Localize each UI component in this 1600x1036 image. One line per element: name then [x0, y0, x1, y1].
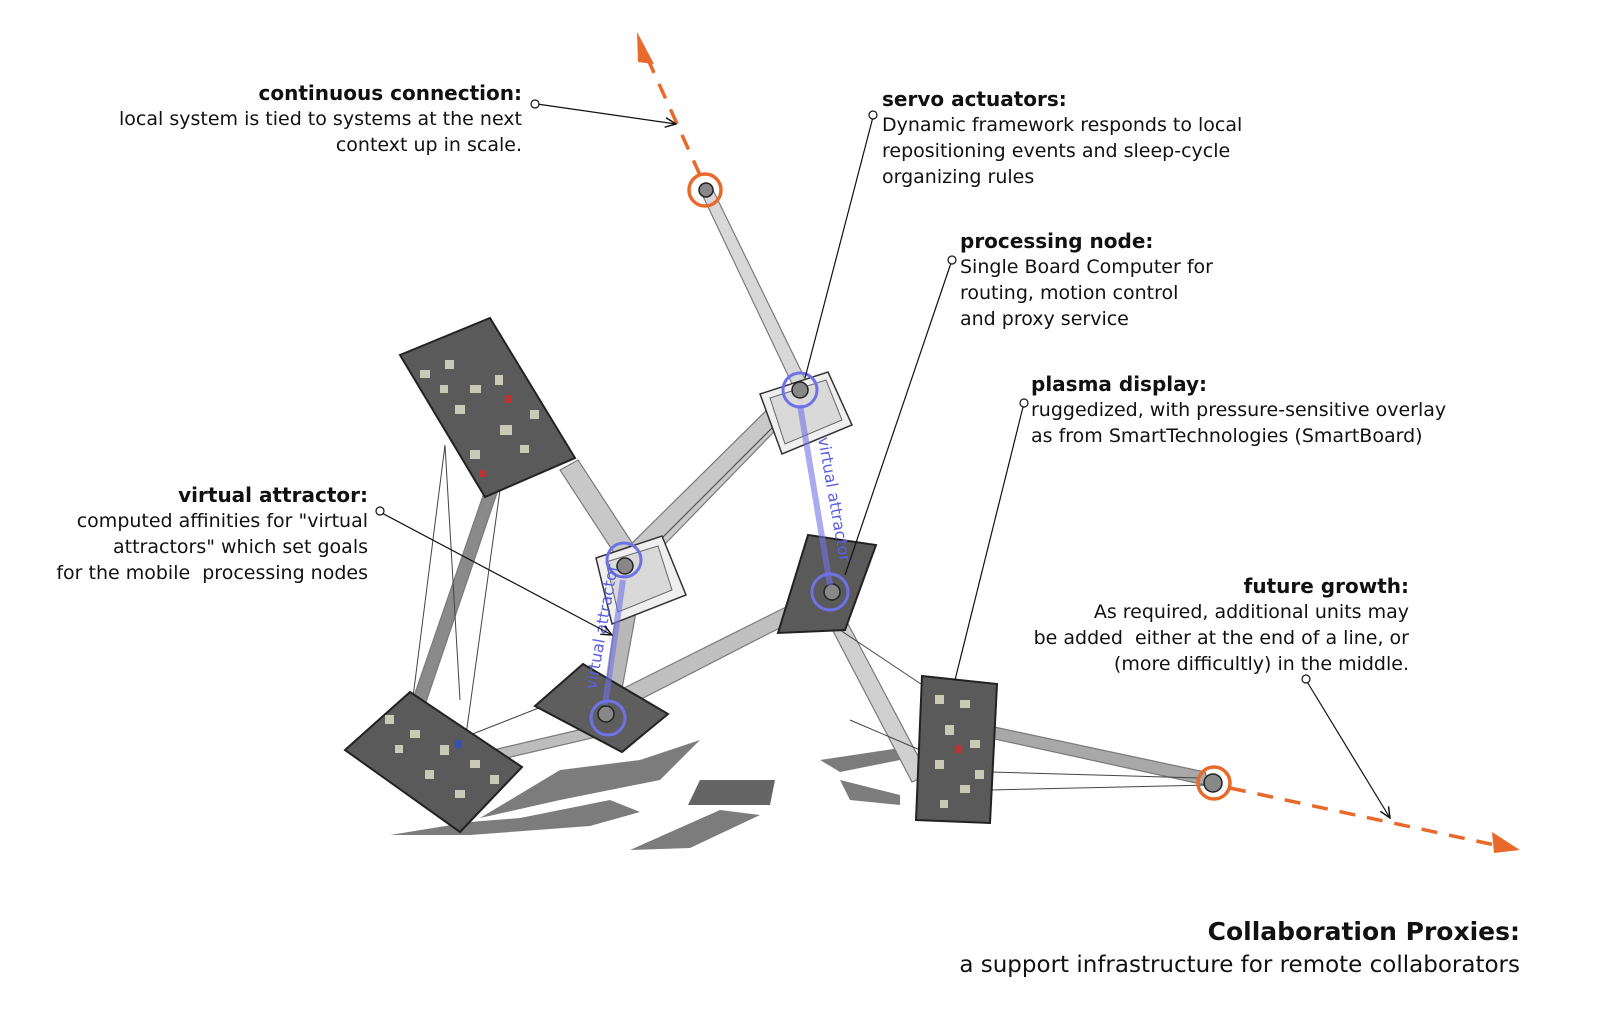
caption-subtitle: a support infrastructure for remote coll…	[959, 952, 1520, 978]
annotation-body: ruggedized, with pressure-sensitive over…	[1031, 399, 1447, 447]
annotation-body: Dynamic framework responds to local repo…	[882, 114, 1243, 188]
continuation-arrow-right	[1196, 765, 1520, 853]
plasma-display-upper-left	[398, 316, 577, 499]
figure-caption: Collaboration Proxies: a support infrast…	[959, 915, 1520, 981]
continuation-arrow-top	[637, 32, 723, 208]
annotation-heading: servo actuators:	[882, 87, 1067, 111]
annotation-body: As required, additional units may be add…	[1033, 601, 1409, 675]
annotation-heading: virtual attractor:	[178, 483, 368, 507]
leader-lines	[379, 103, 1390, 818]
annotation-heading: continuous connection:	[258, 81, 522, 105]
annotation-continuous-connection: continuous connection: local system is t…	[119, 80, 522, 158]
annotation-servo-actuators: servo actuators: Dynamic framework respo…	[882, 86, 1242, 190]
annotation-future-growth: future growth: As required, additional u…	[1034, 573, 1409, 677]
annotation-body: computed affinities for "virtual attract…	[56, 510, 368, 584]
plasma-display-lower-right	[914, 674, 999, 825]
leader-dots	[375, 99, 1311, 684]
annotation-plasma-display: plasma display: ruggedized, with pressur…	[1031, 371, 1446, 449]
plasma-display-lower-left	[343, 690, 524, 834]
caption-title: Collaboration Proxies:	[1207, 917, 1520, 946]
annotation-heading: plasma display:	[1031, 372, 1208, 396]
annotation-processing-node: processing node: Single Board Computer f…	[960, 228, 1213, 332]
annotation-body: Single Board Computer for routing, motio…	[960, 256, 1213, 330]
servo-joints	[597, 182, 1223, 793]
annotation-heading: processing node:	[960, 229, 1154, 253]
annotation-virtual-attractor: virtual attractor: computed affinities f…	[56, 482, 368, 586]
annotation-body: local system is tied to systems at the n…	[119, 108, 522, 156]
annotation-heading: future growth:	[1243, 574, 1409, 598]
virtual-attractor-links	[589, 371, 850, 737]
